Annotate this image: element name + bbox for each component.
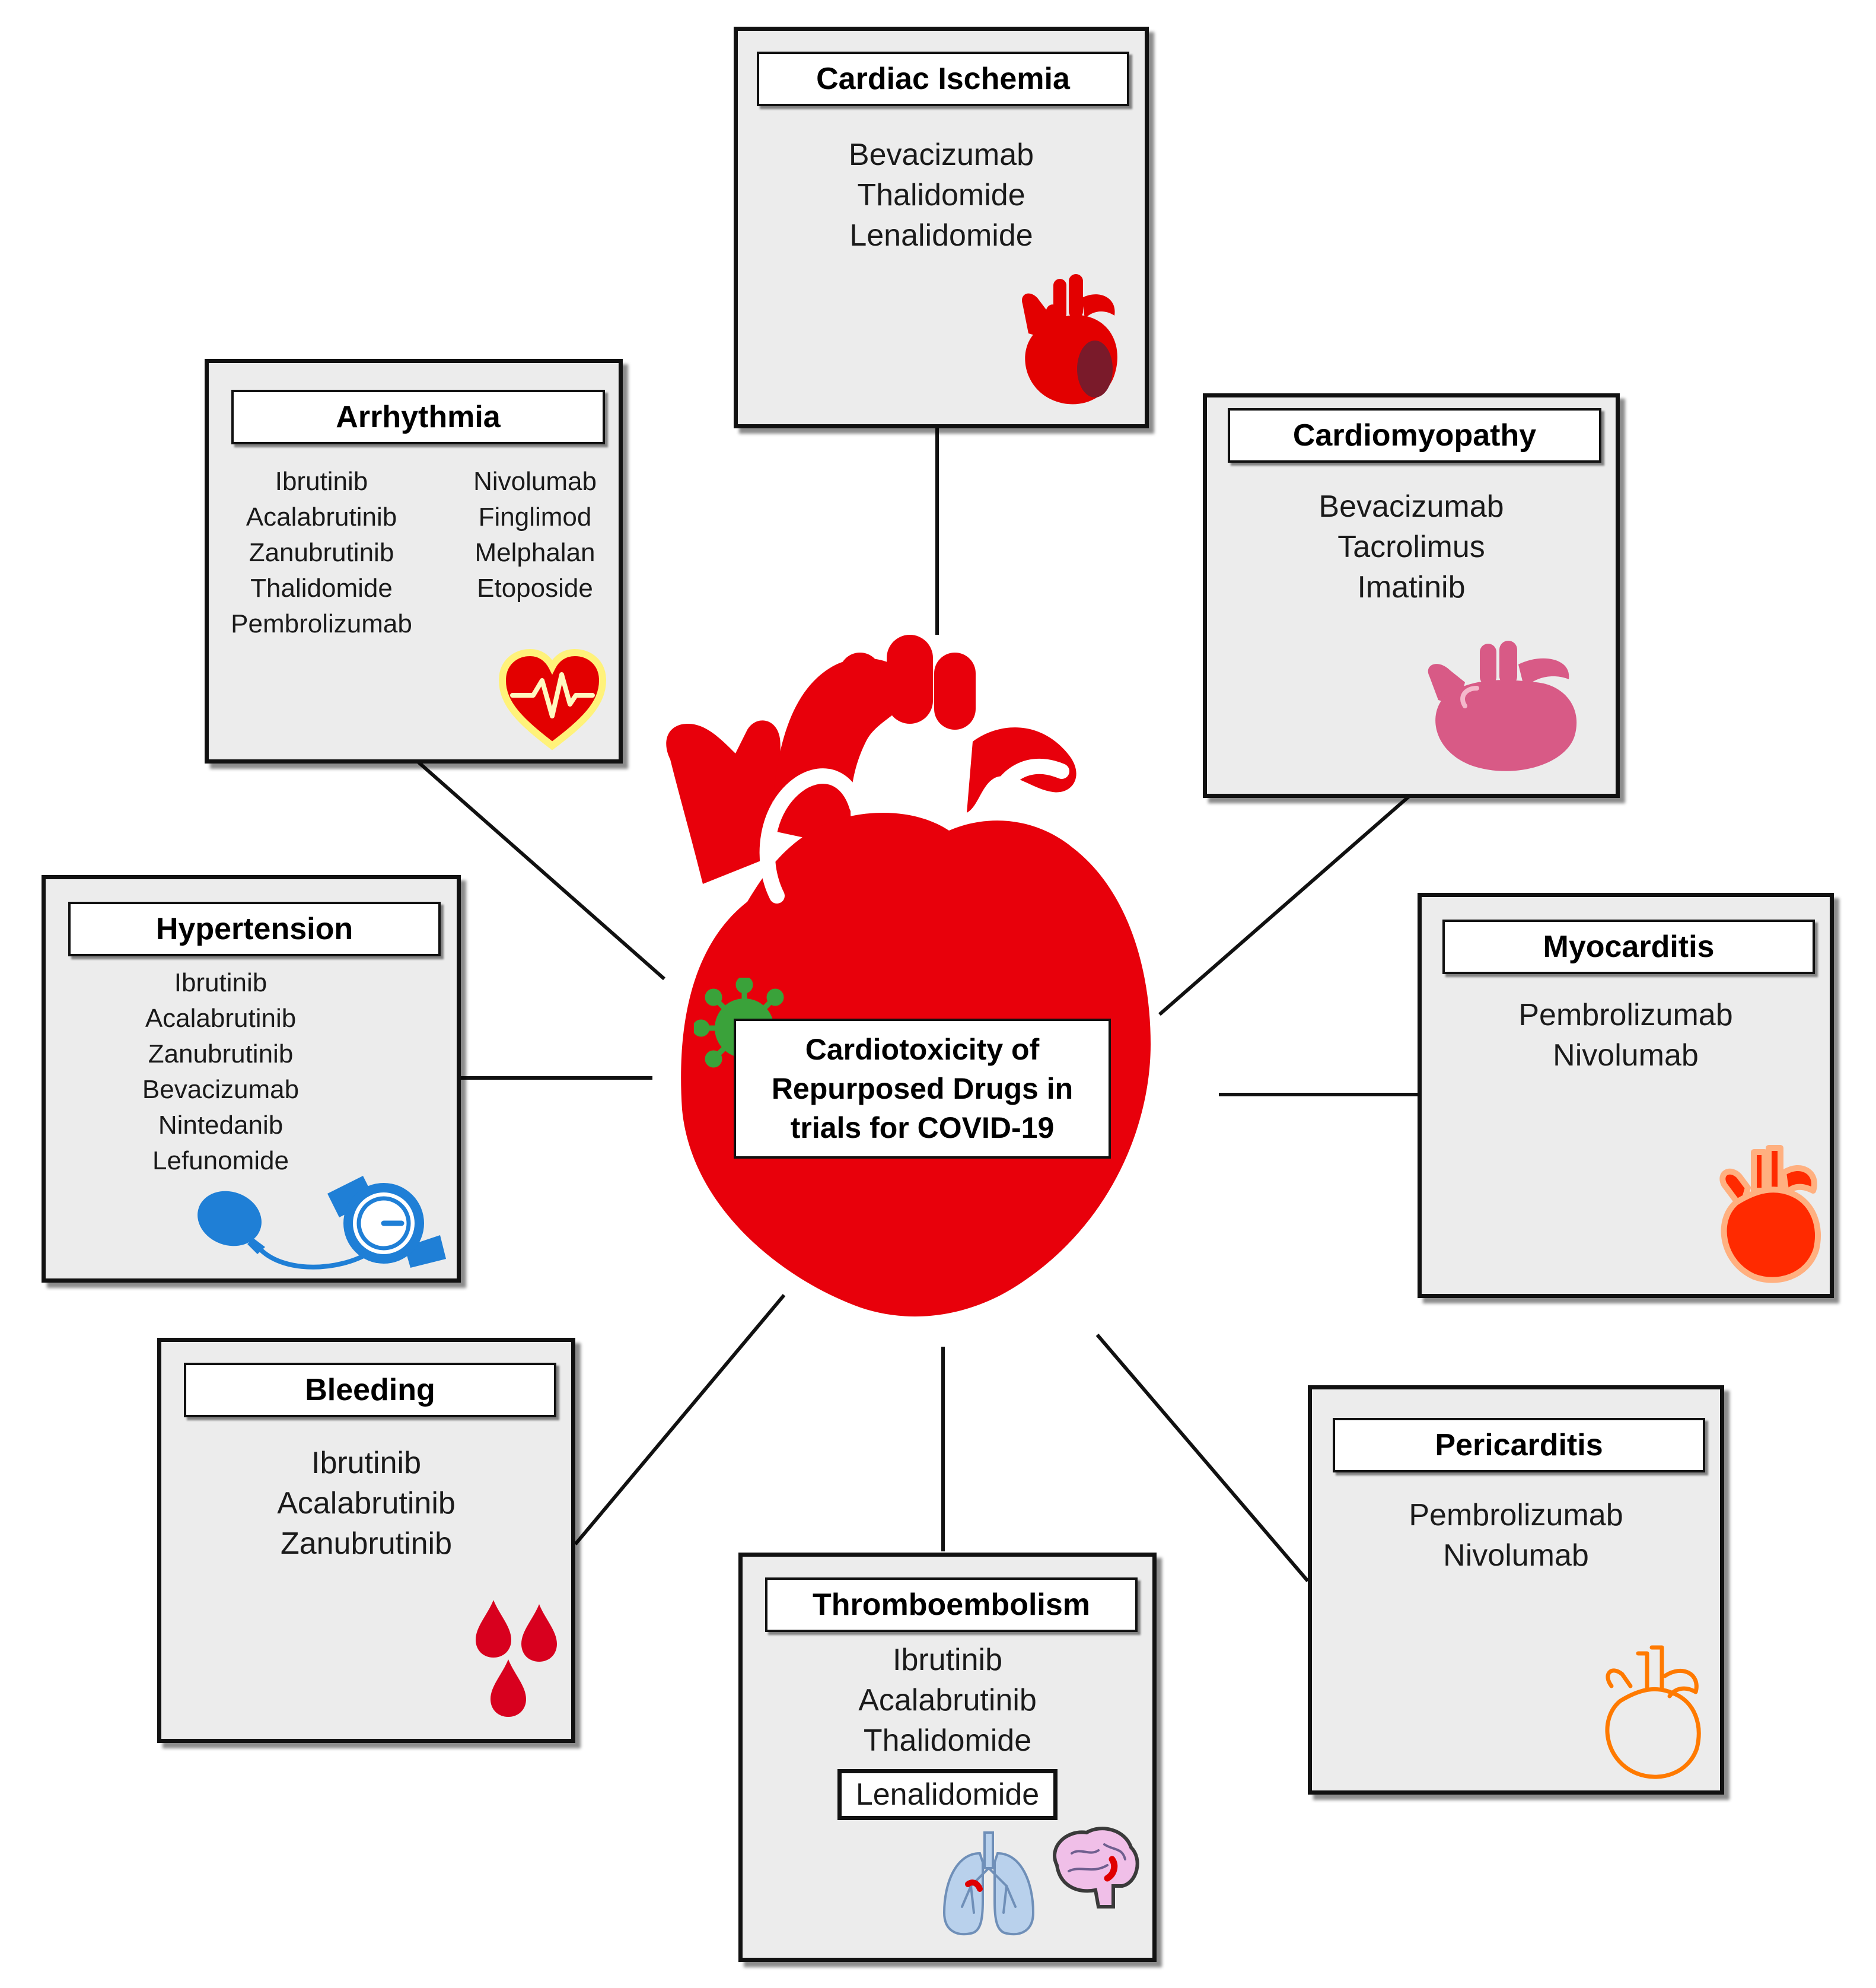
connector-cardiomyopathy	[1158, 795, 1410, 1016]
drug-item: Nivolumab	[1443, 1538, 1589, 1573]
drug-item: Thalidomide	[863, 1723, 1032, 1758]
panel-title-thromboembolism: Thromboembolism	[765, 1577, 1138, 1632]
drug-item: Pembrolizumab	[1518, 998, 1733, 1032]
connector-arrhythmia	[414, 758, 665, 981]
blood-pressure-cuff-icon	[198, 1176, 446, 1270]
panel-title-bleeding: Bleeding	[184, 1363, 556, 1417]
panel-hypertension: Hypertension Ibrutinib Acalabrutinib Zan…	[42, 875, 461, 1283]
ischemic-heart-icon	[1022, 274, 1117, 405]
panel-title-myocarditis: Myocarditis	[1442, 920, 1815, 974]
drug-item: Thalidomide	[250, 574, 393, 603]
inflamed-heart-icon	[1719, 1145, 1821, 1283]
brain-clot-icon	[1053, 1827, 1139, 1909]
blood-drops-icon	[476, 1600, 557, 1717]
connector-bleeding	[574, 1294, 786, 1545]
drug-list-arrhythmia-left: Ibrutinib Acalabrutinib Zanubrutinib Tha…	[212, 464, 431, 642]
center-label: Cardiotoxicity of Repurposed Drugs in tr…	[734, 1019, 1111, 1159]
drug-item: Acalabrutinib	[145, 1004, 297, 1033]
drug-item-highlighted: Lenalidomide	[743, 1769, 1152, 1820]
drug-item: Nivolumab	[473, 467, 597, 496]
central-heart-icon	[666, 635, 1151, 1317]
drug-item: Acalabrutinib	[277, 1486, 456, 1521]
drug-item: Zanubrutinib	[280, 1526, 453, 1561]
connector-pericarditis	[1095, 1334, 1310, 1582]
panel-bleeding: Bleeding Ibrutinib Acalabrutinib Zanubru…	[157, 1338, 575, 1743]
drug-item: Zanubrutinib	[249, 538, 394, 567]
panel-title-arrhythmia: Arrhythmia	[231, 390, 605, 444]
drug-item: Lenalidomide	[849, 218, 1033, 253]
drug-item: Bevacizumab	[848, 138, 1034, 172]
drug-list-cardiac-ischemia: Bevacizumab Thalidomide Lenalidomide	[738, 135, 1145, 256]
drug-list-arrhythmia-right: Nivolumab Finglimod Melphalan Etoposide	[446, 464, 624, 606]
panel-title-pericarditis: Pericarditis	[1333, 1418, 1705, 1472]
panel-thromboembolism: Thromboembolism Ibrutinib Acalabrutinib …	[738, 1553, 1157, 1962]
panel-cardiomyopathy: Cardiomyopathy Bevacizumab Tacrolimus Im…	[1203, 393, 1620, 798]
panel-title-cardiomyopathy: Cardiomyopathy	[1228, 408, 1601, 463]
drug-list-cardiomyopathy: Bevacizumab Tacrolimus Imatinib	[1207, 486, 1616, 607]
panel-title-hypertension: Hypertension	[68, 902, 441, 956]
heart-pulse-icon	[498, 648, 607, 750]
enlarged-heart-icon	[1428, 641, 1577, 771]
drug-item: Imatinib	[1357, 570, 1466, 605]
panel-arrhythmia: Arrhythmia Ibrutinib Acalabrutinib Zanub…	[205, 359, 623, 764]
drug-list-thromboembolism: Ibrutinib Acalabrutinib Thalidomide Lena…	[743, 1640, 1152, 1820]
drug-item: Ibrutinib	[893, 1643, 1002, 1677]
drug-list-myocarditis: Pembrolizumab Nivolumab	[1422, 995, 1830, 1076]
drug-item: Nivolumab	[1553, 1038, 1699, 1073]
drug-item: Ibrutinib	[275, 467, 368, 496]
heart-outline-icon	[1605, 1645, 1701, 1779]
drug-item: Melphalan	[474, 538, 595, 567]
drug-item: Zanubrutinib	[148, 1039, 294, 1068]
highlighted-drug: Lenalidomide	[837, 1769, 1058, 1820]
drug-item: Ibrutinib	[311, 1446, 421, 1480]
drug-item: Etoposide	[477, 574, 593, 603]
panel-title-cardiac-ischemia: Cardiac Ischemia	[757, 52, 1129, 106]
drug-item: Thalidomide	[857, 178, 1025, 212]
drug-item: Pembrolizumab	[1409, 1498, 1623, 1532]
panel-myocarditis: Myocarditis Pembrolizumab Nivolumab	[1418, 893, 1834, 1298]
drug-list-bleeding: Ibrutinib Acalabrutinib Zanubrutinib	[161, 1443, 571, 1564]
drug-item: Finglimod	[478, 502, 592, 532]
drug-item: Pembrolizumab	[231, 609, 412, 638]
drug-item: Ibrutinib	[174, 968, 267, 997]
drug-item: Bevacizumab	[142, 1075, 300, 1104]
drug-item: Bevacizumab	[1318, 489, 1504, 524]
drug-item: Tacrolimus	[1337, 530, 1485, 564]
drug-list-hypertension: Ibrutinib Acalabrutinib Zanubrutinib Bev…	[46, 965, 396, 1179]
drug-list-pericarditis: Pembrolizumab Nivolumab	[1312, 1495, 1720, 1576]
lungs-clot-icon	[942, 1831, 1035, 1936]
panel-cardiac-ischemia: Cardiac Ischemia Bevacizumab Thalidomide…	[734, 27, 1149, 428]
drug-item: Acalabrutinib	[858, 1683, 1037, 1717]
panel-pericarditis: Pericarditis Pembrolizumab Nivolumab	[1308, 1385, 1724, 1795]
drug-item: Nintedanib	[158, 1111, 284, 1140]
drug-item: Acalabrutinib	[246, 502, 397, 532]
drug-item: Lefunomide	[152, 1146, 289, 1175]
